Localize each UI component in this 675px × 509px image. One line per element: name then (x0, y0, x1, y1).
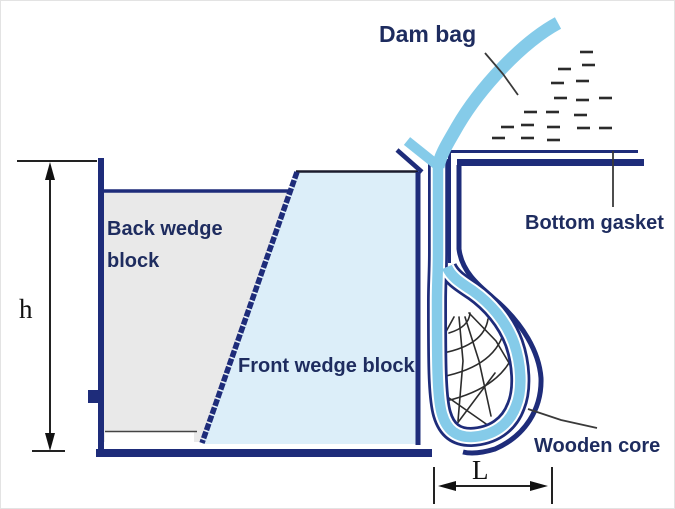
dam-bag-leader (484, 52, 519, 96)
front-wedge-block-label: Front wedge block (238, 355, 416, 377)
height-dimension: h (17, 160, 97, 452)
length-dimension-label: L (472, 455, 489, 485)
back-wedge-block-shape (101, 189, 289, 448)
leader-lines (484, 52, 614, 429)
back-wedge-block-label-line2: block (107, 250, 160, 272)
back-wedge-block-label-line1: Back wedge (107, 218, 223, 240)
structure-wall-and-base (88, 158, 432, 457)
dam-bag-label: Dam bag (379, 21, 476, 47)
wooden-core-leader (527, 408, 598, 429)
bottom-gasket-label: Bottom gasket (525, 212, 664, 234)
length-dimension: L (433, 455, 553, 504)
wooden-core-label: Wooden core (534, 435, 660, 457)
water-spray-dashes (492, 50, 612, 142)
dam-bag-shape (395, 17, 562, 448)
front-wedge-block-shape (199, 170, 421, 445)
height-dimension-label: h (19, 294, 33, 324)
